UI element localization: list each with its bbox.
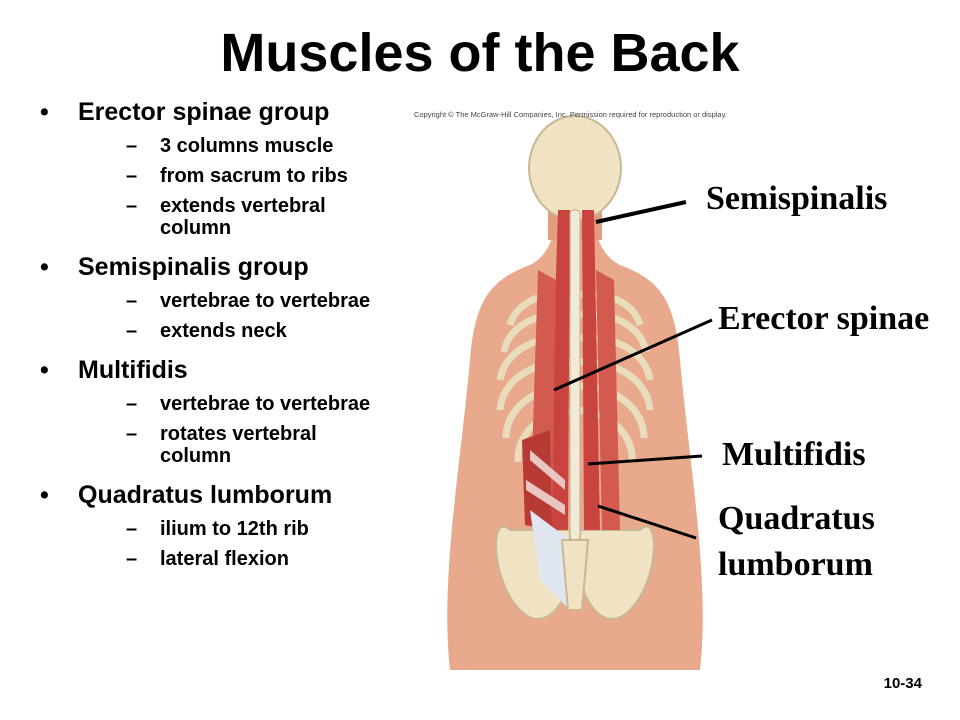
- label-multifidis: Multifidis: [722, 436, 866, 473]
- sub-bullet: ilium to 12th rib: [126, 518, 390, 540]
- label-erector-spinae: Erector spinae: [718, 300, 930, 337]
- bullet-list: Erector spinae group 3 columns muscle fr…: [40, 98, 390, 570]
- sub-bullet: lateral flexion: [126, 548, 390, 570]
- spine: [569, 209, 581, 541]
- label-semispinalis: Semispinalis: [706, 180, 888, 217]
- skull: [528, 115, 622, 221]
- label-quadratus-line2: lumborum: [718, 546, 873, 583]
- copyright-notice: Copyright © The McGraw-Hill Companies, I…: [414, 110, 727, 119]
- sub-bullet: 3 columns muscle: [126, 135, 390, 157]
- bullet-semispinalis: Semispinalis group: [40, 253, 390, 282]
- label-quadratus-line1: Quadratus: [718, 500, 875, 537]
- slide-number: 10-34: [883, 675, 922, 692]
- sacrum: [560, 539, 590, 611]
- bullet-quadratus-lumborum: Quadratus lumborum: [40, 481, 390, 510]
- sub-bullet: from sacrum to ribs: [126, 165, 390, 187]
- bullet-erector-spinae: Erector spinae group: [40, 98, 390, 127]
- sub-bullet: vertebrae to vertebrae: [126, 290, 390, 312]
- sub-bullet: extends neck: [126, 320, 390, 342]
- sub-bullet: rotates vertebral column: [126, 423, 390, 467]
- back-anatomy-illustration: [447, 115, 703, 670]
- slide-title: Muscles of the Back: [220, 23, 740, 83]
- bullet-multifidis: Multifidis: [40, 356, 390, 385]
- sub-bullet: extends vertebral column: [126, 195, 390, 239]
- sub-bullet: vertebrae to vertebrae: [126, 393, 390, 415]
